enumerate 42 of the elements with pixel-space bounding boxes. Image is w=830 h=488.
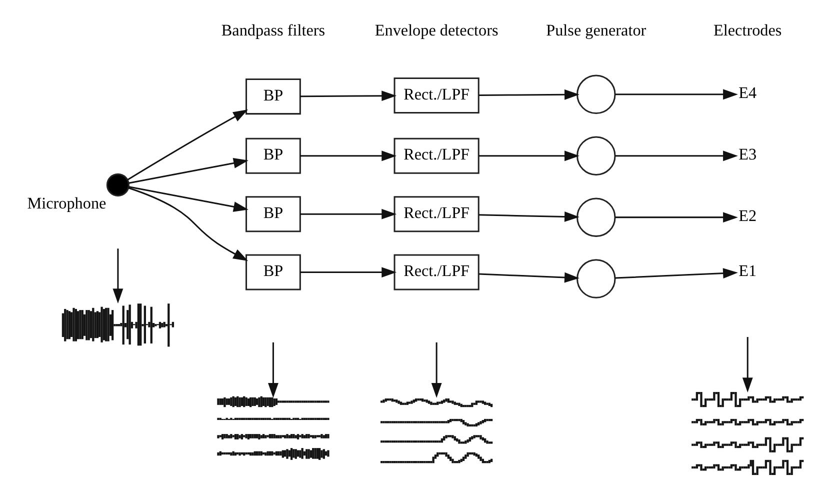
arrow <box>112 248 124 304</box>
arrow <box>615 212 738 223</box>
node-box: Rect./LPF <box>394 196 480 232</box>
node-box: BP <box>246 138 301 174</box>
label: Bandpass filters <box>221 22 326 40</box>
label: Envelope detectors <box>374 22 498 40</box>
node-box: BP <box>246 78 301 115</box>
node-circle <box>576 74 616 114</box>
arrow <box>128 158 248 184</box>
arrow <box>615 89 738 100</box>
arrow <box>431 342 442 398</box>
node-text: E2 <box>738 208 757 226</box>
arrow <box>615 268 738 279</box>
node-circle <box>106 173 130 196</box>
node-box: Rect./LPF <box>394 77 480 114</box>
node-label: Microphone <box>27 196 106 213</box>
node-text: E3 <box>738 146 757 164</box>
node-text: E1 <box>738 263 757 280</box>
arrow <box>300 90 397 102</box>
arrow <box>128 186 248 212</box>
arrow <box>479 89 580 100</box>
label: Electrodes <box>714 22 782 40</box>
arrow <box>127 110 248 180</box>
arrow <box>479 150 580 162</box>
arrow <box>300 208 397 220</box>
arrow <box>268 342 278 398</box>
node-box: Rect./LPF <box>394 254 480 290</box>
label: Pulse generator <box>546 22 646 40</box>
arrow <box>300 267 397 278</box>
arrow <box>128 187 248 261</box>
node-circle <box>576 259 616 298</box>
node-circle <box>576 136 616 176</box>
arrow <box>742 337 753 393</box>
arrow <box>300 150 397 162</box>
arrow <box>478 272 580 283</box>
node-text: E4 <box>738 85 757 102</box>
arrow <box>478 211 580 222</box>
node-circle <box>576 198 616 237</box>
arrow <box>615 150 738 162</box>
node-box: BP <box>246 196 301 232</box>
node-box: Rect./LPF <box>394 138 480 174</box>
node-box: BP <box>246 254 301 290</box>
